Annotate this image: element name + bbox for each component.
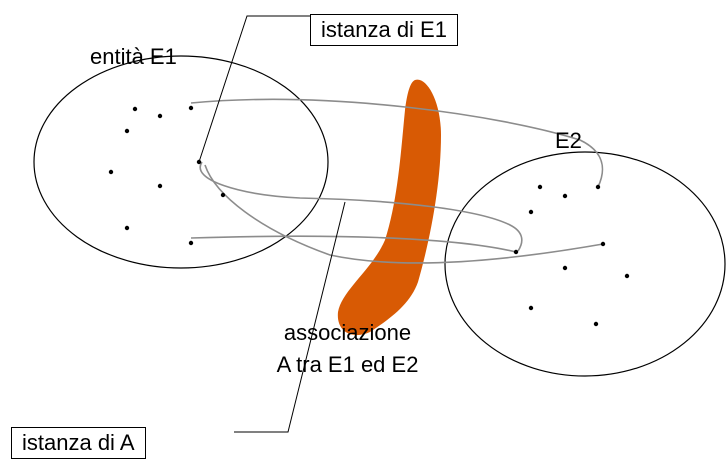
e2-point <box>624 273 630 279</box>
instance-a-box: istanza di A <box>11 427 146 459</box>
e2-point <box>595 184 601 190</box>
relationship-a-shape <box>337 79 441 336</box>
link-curve-4 <box>190 235 517 253</box>
e1-point <box>132 106 138 112</box>
instance-e1-box: istanza di E1 <box>310 14 458 46</box>
e2-point <box>528 305 534 311</box>
e1-point <box>220 192 226 198</box>
e2-point <box>600 241 606 247</box>
e2-point <box>513 249 519 255</box>
relationship-label: associazione A tra E1 ed E2 <box>240 320 455 378</box>
callout-line-a-instance <box>234 201 346 433</box>
entity-e1-points <box>108 105 226 246</box>
e2-point <box>562 193 568 199</box>
entity-e2-points <box>513 184 630 327</box>
e1-point <box>108 169 114 175</box>
link-curve-3 <box>204 164 604 264</box>
entity-e2-set <box>444 151 726 377</box>
e2-point <box>562 265 568 271</box>
e1-point <box>188 105 194 111</box>
callout-line-e1-instance <box>198 15 310 163</box>
relationship-label-line2: A tra E1 ed E2 <box>276 352 419 377</box>
e1-point <box>157 113 163 119</box>
e2-point <box>528 209 534 215</box>
e1-point <box>196 159 202 165</box>
entity-e1-label: entità E1 <box>90 44 177 69</box>
link-curve-2 <box>199 161 523 252</box>
e1-point <box>124 128 130 134</box>
e2-point <box>593 321 599 327</box>
entity-e1-set <box>33 55 329 269</box>
link-curve-1 <box>190 98 604 188</box>
e1-point <box>157 183 163 189</box>
entity-e2-label: E2 <box>555 128 582 153</box>
relationship-label-line1: associazione <box>283 320 412 345</box>
e1-point <box>124 225 130 231</box>
e2-point <box>537 184 543 190</box>
e1-point <box>188 240 194 246</box>
